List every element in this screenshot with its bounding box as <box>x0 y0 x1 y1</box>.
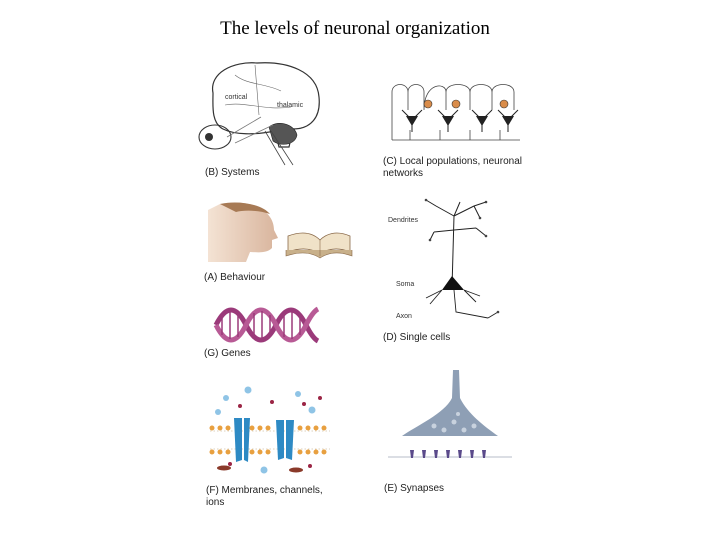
caption-genes: (G) Genes <box>204 348 251 359</box>
label-dendrites: Dendrites <box>388 217 418 224</box>
slide-title: The levels of neuronal organization <box>220 18 490 39</box>
panel-genes: (G) Genes <box>200 305 330 365</box>
caption-local-line1: (C) Local populations, neuronal <box>383 156 522 167</box>
caption-membranes-line1: (F) Membranes, channels, <box>206 485 323 496</box>
receptors <box>410 450 486 458</box>
panel-membranes: (F) Membranes, channels, ions <box>200 380 340 510</box>
ion-channels <box>234 418 294 462</box>
neuronal-network-illustration <box>391 84 520 141</box>
panel-local-populations: (C) Local populations, neuronal networks <box>380 70 540 185</box>
single-neuron-illustration: Dendrites Soma Axon <box>388 198 500 320</box>
panel-single-cells: Dendrites Soma Axon (D) Single cells <box>380 198 520 345</box>
synapse-illustration <box>388 370 512 458</box>
head-and-book-illustration <box>208 202 353 262</box>
brain-illustration: cortical thalamic <box>198 62 320 166</box>
label-thalamic: thalamic <box>277 102 304 109</box>
caption-single-cells: (D) Single cells <box>383 332 451 343</box>
label-cortical: cortical <box>225 94 248 101</box>
lipid-bilayer <box>209 425 327 455</box>
neuron-group <box>401 99 519 132</box>
caption-synapses: (E) Synapses <box>384 483 445 494</box>
panel-synapses: (E) Synapses <box>380 370 520 500</box>
caption-membranes-line2: ions <box>206 497 225 508</box>
membrane-channel-illustration <box>209 386 330 474</box>
ions <box>215 386 322 474</box>
caption-systems: (B) Systems <box>205 167 260 178</box>
panel-behaviour: (A) Behaviour <box>200 200 360 290</box>
panel-systems: cortical thalamic (B) Systems <box>195 55 335 180</box>
caption-local-line2: networks <box>383 168 424 179</box>
label-soma: Soma <box>396 281 414 288</box>
label-axon: Axon <box>396 313 412 320</box>
caption-behaviour: (A) Behaviour <box>204 272 266 283</box>
dna-helix-illustration <box>213 306 320 344</box>
